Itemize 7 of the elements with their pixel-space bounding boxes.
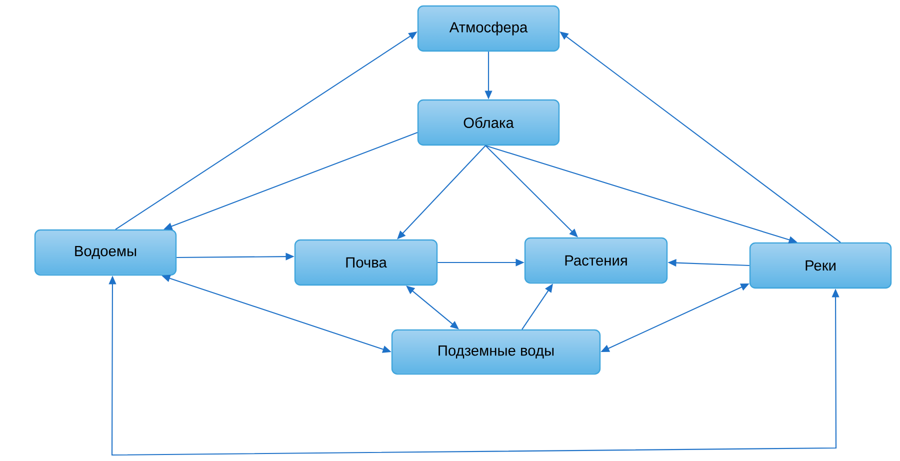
rounded-box: Атмосфера [417,5,560,52]
rounded-box: Облака [417,99,560,146]
rounded-box: Водоемы [34,229,177,276]
rounded-box: Почва [294,239,438,286]
rounded-box: Растения [524,237,668,284]
rounded-box: Реки [749,242,892,289]
rounded-box: Подземные воды [391,329,601,375]
